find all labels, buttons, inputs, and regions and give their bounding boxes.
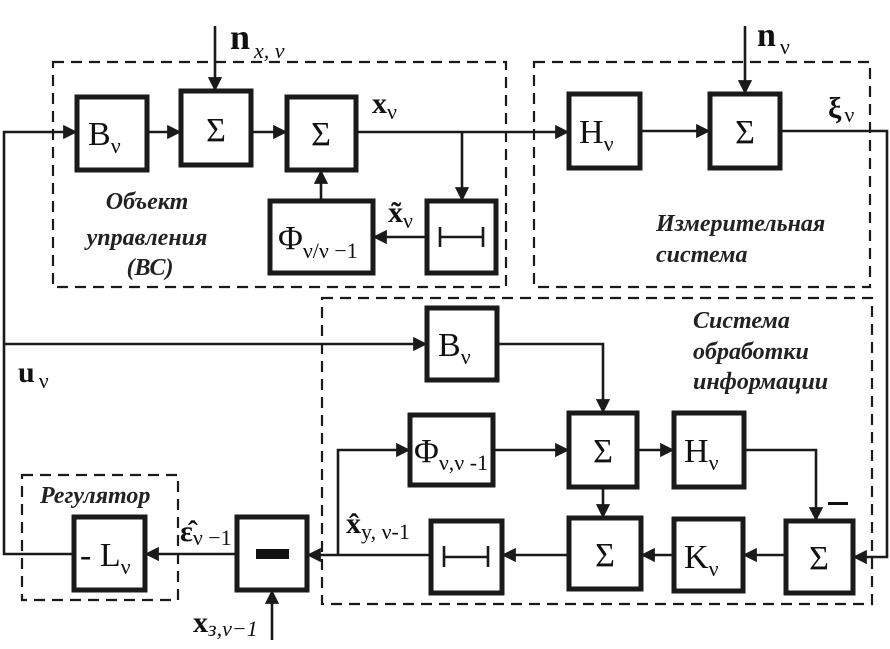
svg-text:Σ: Σ [595,537,615,574]
processing-group-title: Система обработки информации [693,308,828,395]
wire-proc-h-sum-right [744,448,824,522]
measurement-group-boundary [532,60,872,289]
meas-sum-block: Σ [707,91,783,171]
meas-h-block: Hν [566,91,643,171]
svg-text:Hν: Hν [684,433,719,475]
plant-sum1-block: Σ [178,88,254,168]
svg-text:Σ: Σ [311,116,331,153]
svg-text:Bν: Bν [88,116,121,158]
signal-x-v: xν [372,87,397,124]
processing-group-boundary [320,296,874,606]
delay-icon [442,546,490,567]
controller-group-boundary [20,473,180,602]
signal-x-hat: x̂y, ν-1 [346,507,410,544]
plant-sum2-block: Σ [284,94,359,173]
proc-k-block: Kν [671,516,746,594]
measurement-group-title: Измерительная система [655,211,831,268]
proc-delay-block [428,518,505,596]
comparator-block [234,514,310,593]
wire-proc-b-sum [497,342,611,414]
plant-group-boundary [51,60,508,289]
plant-b-block: Bν [74,94,150,173]
plant-b-label: B [88,116,111,153]
minus-sign-icon [828,502,848,505]
wire-xhat-phi [336,442,411,555]
svg-text:Σ: Σ [206,112,226,149]
minus-bar-icon [256,549,289,559]
plant-group-title: Объект управления (ВС) [84,189,214,281]
proc-sum-right-block: Σ [783,518,856,596]
svg-text:Hν: Hν [579,114,614,156]
svg-text:Kν: Kν [684,539,719,581]
svg-text:Σ: Σ [735,114,755,151]
svg-text:- Lν: - Lν [80,537,131,579]
proc-sum-low-block: Σ [566,515,644,592]
plant-phi-block: Φν/ν −1 [267,198,376,276]
signal-eps-hat: ε̂ν −1 [180,515,232,550]
svg-text:Φν/ν −1: Φν/ν −1 [278,220,358,263]
proc-b-block: Bν [424,305,500,383]
svg-text:Φν,ν -1: Φν,ν -1 [414,433,488,475]
svg-text:Σ: Σ [593,433,613,470]
svg-text:Bν: Bν [438,327,471,369]
svg-text:Σ: Σ [809,540,829,577]
signal-x-tilde: x̃ν [388,196,413,233]
proc-sum-mid-block: Σ [566,410,640,490]
wire-xi-to-proc [780,129,889,565]
signal-x-ref: xз,ν−1 [193,606,258,641]
proc-phi-block: Φν,ν -1 [407,412,496,488]
delay-icon [438,227,485,247]
plant-delay-block [424,198,499,276]
controller-l-block: - Lν [71,514,148,593]
proc-h-block: Hν [671,410,747,490]
controller-group-title: Регулятор [39,483,150,509]
